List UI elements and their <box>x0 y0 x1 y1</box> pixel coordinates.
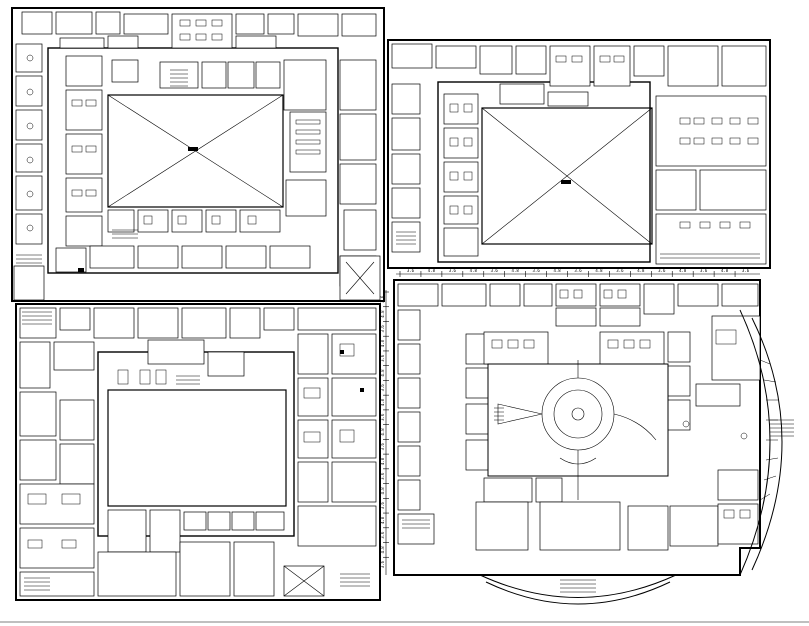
block-top-right <box>387 39 771 269</box>
top-left-south-rooms <box>55 209 311 273</box>
grid-label-top: 3.6 <box>574 268 582 273</box>
grid-label-top: 4.8 <box>428 268 436 273</box>
grid-label-top: 4.8 <box>553 268 561 273</box>
grid-label-left: 3.6 <box>380 443 385 451</box>
grid-axis-top: 3.6 4.8 3.6 4.8 3.6 4.8 3.6 4.8 3.6 4.8 3.6 4.8 3.6 4… <box>396 268 760 277</box>
grid-label-top: 4.8 <box>512 268 520 273</box>
grid-label-top: 3.6 <box>533 268 541 273</box>
curved-east-colonnade <box>739 309 794 576</box>
bottom-left-west-rooms <box>19 341 95 597</box>
grid-label-top: 4.8 <box>679 268 687 273</box>
top-right-east-rooms <box>655 95 767 265</box>
grid-label-left: 3.6 <box>380 384 385 392</box>
top-left-west-rooms <box>13 43 103 301</box>
bottom-right-north-rooms <box>397 283 759 327</box>
block-bottom-right: 3.6 4.8 3.6 4.8 3.6 4.8 3.6 4.8 3.6 4.8 3.6 4.8 3.6 4… <box>380 268 794 605</box>
bottom-left-stairs <box>22 311 370 591</box>
grid-label-left: 3.6 <box>380 531 385 539</box>
block-top-left <box>11 7 385 302</box>
top-left-inner-north-rooms <box>111 59 327 111</box>
grid-label-left: 3.6 <box>380 325 385 333</box>
block-bottom-left <box>15 303 381 601</box>
bottom-right-west-rooms <box>397 309 489 545</box>
grid-label-left: 3.6 <box>380 501 385 509</box>
grid-label-left: 4.8 <box>380 516 385 524</box>
grid-label-left: 3.6 <box>380 560 385 568</box>
empty-courtyard-x <box>107 94 284 208</box>
bottom-left-north-rooms <box>19 307 377 377</box>
grid-label-top: 4.8 <box>470 268 478 273</box>
grid-label-top: 4.8 <box>721 268 729 273</box>
grid-label-left: 3.6 <box>380 472 385 480</box>
grid-label-left: 3.6 <box>380 354 385 362</box>
empty-courtyard-x <box>481 107 653 245</box>
grid-label-top: 3.6 <box>449 268 457 273</box>
circular-garden-court <box>487 360 669 500</box>
grid-label-left: 4.8 <box>380 369 385 377</box>
bottom-right-furniture <box>402 289 751 529</box>
grid-label-left: 4.8 <box>380 457 385 465</box>
grid-label-left: 4.8 <box>380 310 385 318</box>
grid-label-left: 4.8 <box>380 339 385 347</box>
grid-label-left: 4.8 <box>380 487 385 495</box>
grid-label-top: 3.6 <box>491 268 499 273</box>
bottom-right-east-rooms <box>695 315 761 545</box>
grid-label-top: 4.8 <box>637 268 645 273</box>
grid-label-top: 3.6 <box>616 268 624 273</box>
bottom-left-south-rooms <box>97 509 325 597</box>
bottom-left-east-rooms <box>297 333 377 547</box>
grid-label-top: 3.6 <box>700 268 708 273</box>
top-right-furniture <box>396 55 760 259</box>
grid-label-top: 3.6 <box>658 268 666 273</box>
grid-label-left: 4.8 <box>380 546 385 554</box>
top-right-west-rooms <box>391 83 479 257</box>
top-left-north-rooms <box>21 11 377 49</box>
grid-label-top: 3.6 <box>742 268 750 273</box>
grid-label-top: 4.8 <box>595 268 603 273</box>
grid-label-left: 4.8 <box>380 428 385 436</box>
grid-label-left: 4.8 <box>380 398 385 406</box>
bottom-left-furniture <box>27 343 364 549</box>
grid-label-top: 3.6 <box>407 268 415 273</box>
grid-label-left: 3.6 <box>380 295 385 303</box>
block-connector <box>339 255 381 301</box>
grid-axis-left: 3.6 4.8 3.6 4.8 3.6 4.8 3.6 4.8 3.6 4.8 3.6 4.8 3.6 4… <box>380 290 389 575</box>
top-left-furniture <box>26 19 321 272</box>
top-right-north-rooms <box>391 43 767 107</box>
grid-label-left: 3.6 <box>380 413 385 421</box>
empty-courtyard <box>107 389 287 507</box>
curved-entrance-canopy <box>479 574 677 605</box>
bottom-right-inner-rooms <box>475 331 719 551</box>
